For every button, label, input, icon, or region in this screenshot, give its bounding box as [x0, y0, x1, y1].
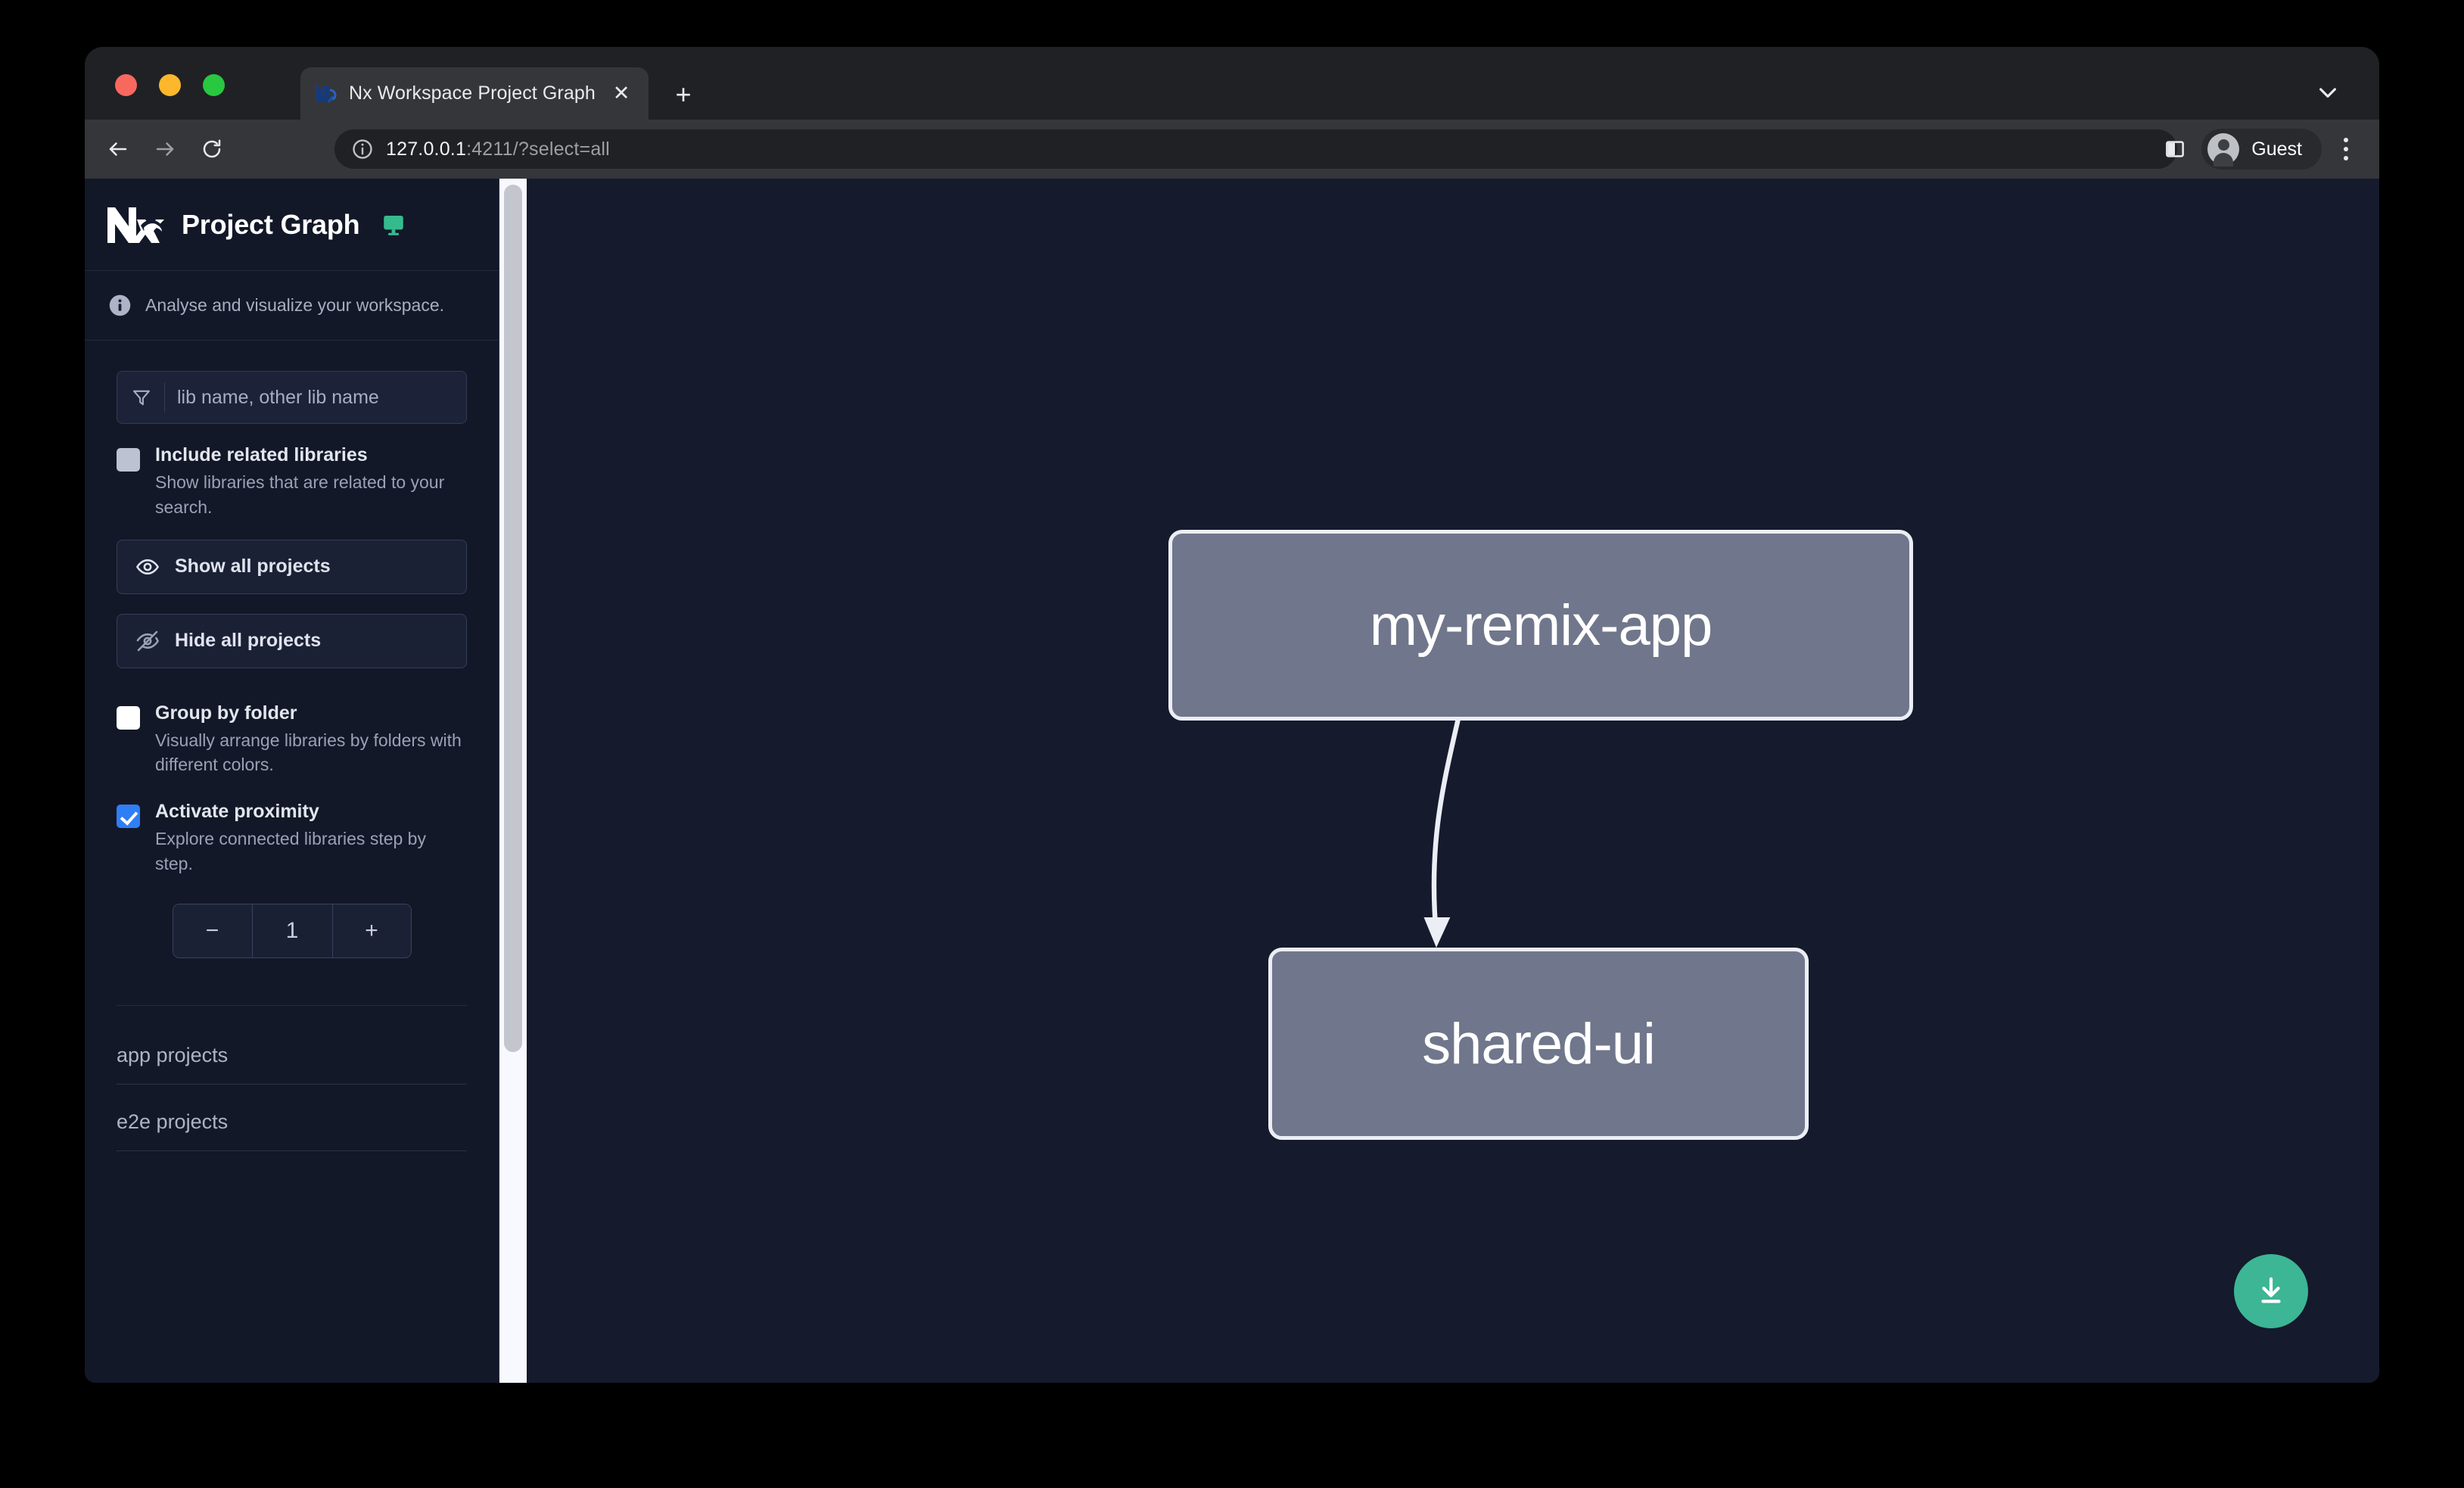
reload-button[interactable]	[192, 129, 232, 169]
checkbox-include-related-libraries[interactable]	[117, 448, 140, 472]
info-icon	[107, 293, 132, 318]
show-all-projects-label: Show all projects	[175, 556, 331, 577]
monitor-icon[interactable]	[381, 212, 406, 238]
graph-node-shared-ui[interactable]: shared-ui	[1268, 948, 1809, 1140]
side-panel-icon[interactable]	[2156, 130, 2194, 168]
sidebar-header: Project Graph	[85, 179, 499, 271]
minimize-window-button[interactable]	[159, 74, 181, 96]
graph-node-label: my-remix-app	[1369, 593, 1713, 658]
option-label: Activate proximity	[155, 801, 319, 823]
sidebar-note: Analyse and visualize your workspace.	[85, 271, 499, 341]
page-title: Project Graph	[182, 208, 360, 240]
option-include-related-libraries[interactable]: Include related libraries Show libraries…	[117, 444, 467, 520]
filter-icon	[131, 387, 152, 408]
option-description: Visually arrange libraries by folders wi…	[155, 730, 462, 775]
option-description: Explore connected libraries step by step…	[155, 829, 426, 874]
proximity-stepper: − 1 +	[172, 903, 412, 958]
option-group-by-folder[interactable]: Group by folder Visually arrange librari…	[117, 702, 467, 778]
url-host: 127.0.0.1	[386, 138, 467, 160]
profile-label: Guest	[2251, 138, 2302, 160]
proximity-decrement-button[interactable]: −	[173, 904, 253, 957]
window-controls	[115, 74, 225, 96]
sidebar-section-e2e-projects[interactable]: e2e projects	[117, 1085, 467, 1151]
sidebar-section-app-projects[interactable]: app projects	[117, 1018, 467, 1085]
option-label: Group by folder	[155, 702, 297, 724]
checkbox-activate-proximity[interactable]	[117, 805, 140, 829]
search-input[interactable]: lib name, other lib name	[117, 371, 467, 424]
avatar	[2207, 133, 2240, 167]
checkbox-group-by-folder[interactable]	[117, 705, 140, 730]
hide-all-projects-label: Hide all projects	[175, 630, 322, 652]
url-path: :4211/?select=all	[466, 138, 610, 160]
maximize-window-button[interactable]	[203, 74, 225, 96]
sidebar-note-text: Analyse and visualize your workspace.	[145, 295, 445, 315]
graph-node-label: shared-ui	[1422, 1011, 1656, 1076]
back-button[interactable]	[98, 129, 138, 169]
address-bar[interactable]: 127.0.0.1:4211/?select=all	[334, 129, 2177, 169]
nx-favicon	[316, 82, 338, 104]
tab-strip: Nx Workspace Project Graph ✕ +	[85, 47, 2379, 120]
option-text-group: Include related libraries Show libraries…	[155, 444, 467, 520]
url-text: 127.0.0.1:4211/?select=all	[386, 139, 610, 160]
sidebar-body: lib name, other lib name Include related…	[85, 341, 499, 1383]
search-divider	[164, 382, 165, 412]
project-sections: app projects e2e projects	[117, 1004, 467, 1151]
sidebar: Project Graph Analy	[85, 179, 499, 1383]
site-info-icon[interactable]	[351, 138, 374, 160]
close-window-button[interactable]	[115, 74, 137, 96]
show-all-projects-button[interactable]: Show all projects	[117, 539, 467, 594]
tab-title: Nx Workspace Project Graph	[349, 82, 596, 104]
nx-logo	[106, 205, 165, 244]
option-description: Show libraries that are related to your …	[155, 472, 445, 517]
option-activate-proximity[interactable]: Activate proximity Explore connected lib…	[117, 800, 467, 876]
sidebar-scrollbar-thumb[interactable]	[504, 185, 522, 1052]
hide-all-projects-button[interactable]: Hide all projects	[117, 613, 467, 668]
project-graph-canvas[interactable]: my-remix-app shared-ui	[527, 179, 2379, 1383]
browser-tab[interactable]: Nx Workspace Project Graph ✕	[300, 67, 649, 120]
toolbar-right-actions: Guest	[2156, 129, 2363, 170]
search-placeholder: lib name, other lib name	[177, 386, 379, 408]
eye-slash-icon	[135, 629, 160, 653]
graph-node-my-remix-app[interactable]: my-remix-app	[1168, 530, 1913, 721]
browser-window: Nx Workspace Project Graph ✕ +	[85, 47, 2379, 1383]
chevron-down-icon[interactable]	[2313, 77, 2343, 107]
graph-edges	[1423, 718, 1461, 948]
new-tab-button[interactable]: +	[675, 79, 692, 110]
proximity-value: 1	[252, 904, 332, 957]
browser-toolbar: 127.0.0.1:4211/?select=all Guest	[85, 120, 2379, 179]
kebab-menu-icon[interactable]	[2329, 130, 2363, 168]
eye-icon	[135, 555, 160, 579]
download-graph-button[interactable]	[2234, 1254, 2308, 1328]
proximity-increment-button[interactable]: +	[331, 904, 411, 957]
option-text-group: Group by folder Visually arrange librari…	[155, 702, 467, 778]
option-text-group: Activate proximity Explore connected lib…	[155, 800, 467, 876]
page-content: Project Graph Analy	[85, 179, 2379, 1383]
close-tab-button[interactable]: ✕	[612, 82, 630, 104]
option-label: Include related libraries	[155, 444, 368, 465]
profile-button[interactable]: Guest	[2201, 129, 2322, 170]
forward-button[interactable]	[145, 129, 185, 169]
sidebar-scrollbar[interactable]	[499, 179, 527, 1383]
